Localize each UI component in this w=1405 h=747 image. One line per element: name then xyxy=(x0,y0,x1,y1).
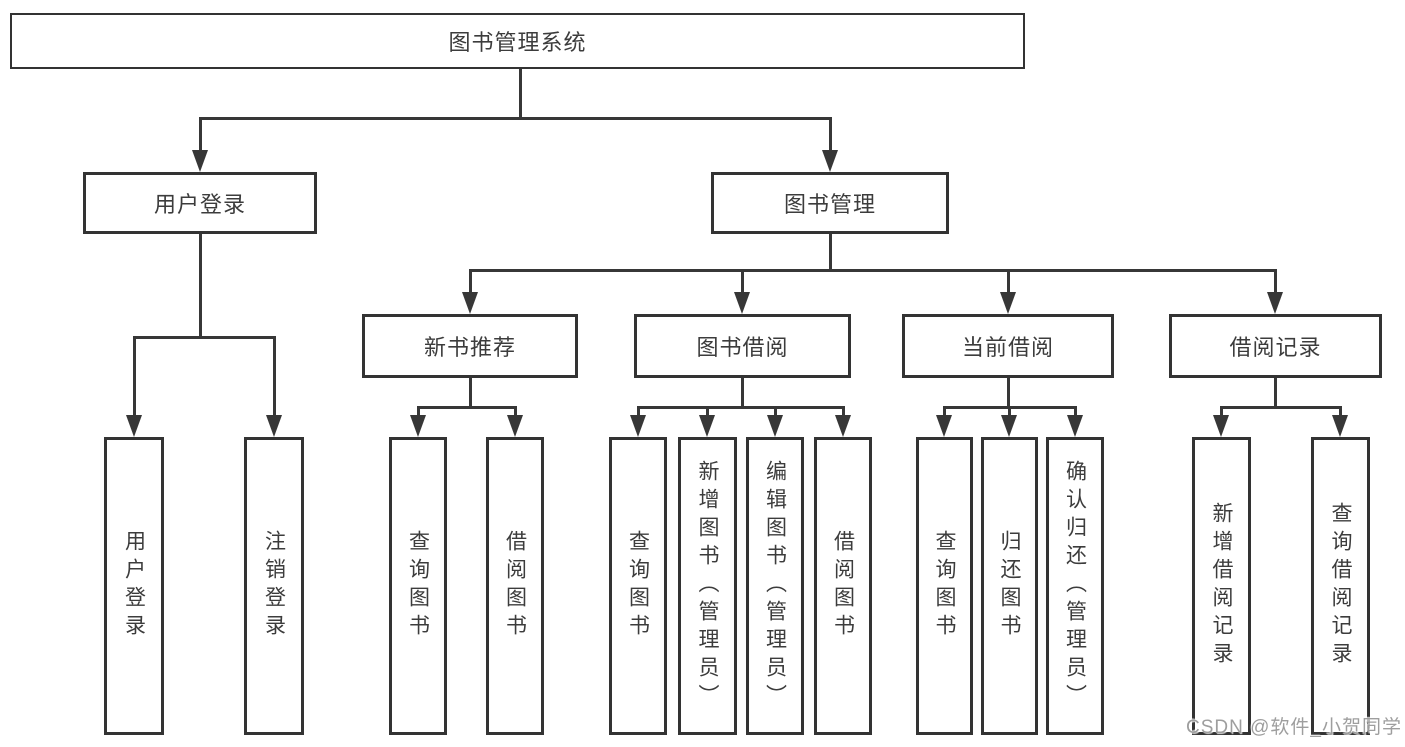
leaf-recommend-borrow-books-label: 借阅图书 xyxy=(503,530,527,642)
connector-line xyxy=(417,406,517,409)
connector-arrowhead xyxy=(734,292,750,314)
connector-line xyxy=(417,407,420,419)
node-root-label: 图书管理系统 xyxy=(448,30,587,55)
leaf-add-borrow-record-label: 新增借阅记录 xyxy=(1210,502,1233,670)
connector-line xyxy=(133,337,136,419)
leaf-borrow-books-label: 借阅图书 xyxy=(831,530,855,642)
connector-arrowhead xyxy=(822,150,838,172)
connector-line xyxy=(637,407,640,419)
connector-line xyxy=(829,234,832,271)
node-new-book-recommend-label: 新书推荐 xyxy=(423,335,516,360)
connector-arrowhead xyxy=(126,415,142,437)
node-borrow-records-label: 借阅记录 xyxy=(1229,335,1322,360)
watermark: CSDN @软件_小贺同学 xyxy=(1186,717,1402,738)
leaf-add-books-admin-label: 新增图书（管理员） xyxy=(696,460,719,712)
connector-line xyxy=(1074,407,1077,419)
node-current-borrow-label: 当前借阅 xyxy=(961,335,1054,360)
connector-arrowhead xyxy=(266,415,282,437)
node-user-login-label: 用户登录 xyxy=(153,192,246,217)
leaf-add-borrow-record: 新增借阅记录 xyxy=(1192,437,1251,735)
connector-line xyxy=(706,407,709,419)
connector-arrowhead xyxy=(699,415,715,437)
connector-arrowhead xyxy=(1332,415,1348,437)
connector-line xyxy=(943,407,946,419)
node-book-management-label: 图书管理 xyxy=(783,192,876,217)
leaf-logout: 注销登录 xyxy=(244,437,304,735)
connector-line xyxy=(469,270,472,296)
leaf-user-login-label: 用户登录 xyxy=(122,530,146,642)
leaf-user-login: 用户登录 xyxy=(104,437,164,735)
connector-line xyxy=(741,270,744,296)
leaf-current-query-books-label: 查询图书 xyxy=(933,530,956,642)
connector-line xyxy=(774,407,777,419)
node-user-login: 用户登录 xyxy=(83,172,317,234)
connector-line xyxy=(519,69,522,119)
connector-arrowhead xyxy=(192,150,208,172)
node-current-borrow: 当前借阅 xyxy=(902,314,1114,378)
connector-arrowhead xyxy=(835,415,851,437)
connector-line xyxy=(199,234,202,338)
connector-line xyxy=(514,407,517,419)
node-new-book-recommend: 新书推荐 xyxy=(362,314,578,378)
leaf-recommend-query-books-label: 查询图书 xyxy=(406,530,430,642)
leaf-recommend-borrow-books: 借阅图书 xyxy=(486,437,544,735)
connector-line xyxy=(199,117,832,120)
connector-line xyxy=(133,336,276,339)
connector-line xyxy=(1274,378,1277,408)
node-book-borrow: 图书借阅 xyxy=(634,314,851,378)
connector-line xyxy=(469,269,1277,272)
leaf-query-borrow-record-label: 查询借阅记录 xyxy=(1329,502,1352,670)
connector-line xyxy=(829,118,832,154)
connector-line xyxy=(1274,270,1277,296)
connector-arrowhead xyxy=(507,415,523,437)
leaf-logout-label: 注销登录 xyxy=(262,530,286,642)
connector-arrowhead xyxy=(767,415,783,437)
leaf-borrow-query-books: 查询图书 xyxy=(609,437,667,735)
connector-line xyxy=(1007,270,1010,296)
connector-line xyxy=(1220,407,1223,419)
connector-arrowhead xyxy=(630,415,646,437)
leaf-query-borrow-record: 查询借阅记录 xyxy=(1311,437,1370,735)
leaf-return-books-label: 归还图书 xyxy=(998,530,1021,642)
leaf-edit-books-admin-label: 编辑图书（管理员） xyxy=(763,460,787,712)
leaf-edit-books-admin: 编辑图书（管理员） xyxy=(746,437,804,735)
connector-line xyxy=(1008,407,1011,419)
node-book-borrow-label: 图书借阅 xyxy=(696,335,789,360)
connector-arrowhead xyxy=(936,415,952,437)
connector-arrowhead xyxy=(1000,292,1016,314)
connector-line xyxy=(637,406,845,409)
connector-arrowhead xyxy=(1001,415,1017,437)
node-borrow-records: 借阅记录 xyxy=(1169,314,1382,378)
node-root: 图书管理系统 xyxy=(10,13,1025,69)
connector-arrowhead xyxy=(1067,415,1083,437)
connector-arrowhead xyxy=(1213,415,1229,437)
connector-arrowhead xyxy=(410,415,426,437)
connector-line xyxy=(273,337,276,419)
connector-line xyxy=(842,407,845,419)
leaf-confirm-return-admin-label: 确认归还（管理员） xyxy=(1063,460,1087,712)
leaf-recommend-query-books: 查询图书 xyxy=(389,437,447,735)
leaf-current-query-books: 查询图书 xyxy=(916,437,973,735)
leaf-borrow-books: 借阅图书 xyxy=(814,437,872,735)
leaf-add-books-admin: 新增图书（管理员） xyxy=(678,437,737,735)
connector-arrowhead xyxy=(462,292,478,314)
connector-line xyxy=(1220,406,1342,409)
leaf-borrow-query-books-label: 查询图书 xyxy=(626,530,650,642)
connector-line xyxy=(469,378,472,408)
connector-line xyxy=(1007,378,1010,408)
connector-line xyxy=(741,378,744,408)
leaf-return-books: 归还图书 xyxy=(981,437,1038,735)
leaf-confirm-return-admin: 确认归还（管理员） xyxy=(1046,437,1104,735)
connector-line xyxy=(1339,407,1342,419)
connector-arrowhead xyxy=(1267,292,1283,314)
node-book-management: 图书管理 xyxy=(711,172,949,234)
connector-line xyxy=(199,118,202,154)
